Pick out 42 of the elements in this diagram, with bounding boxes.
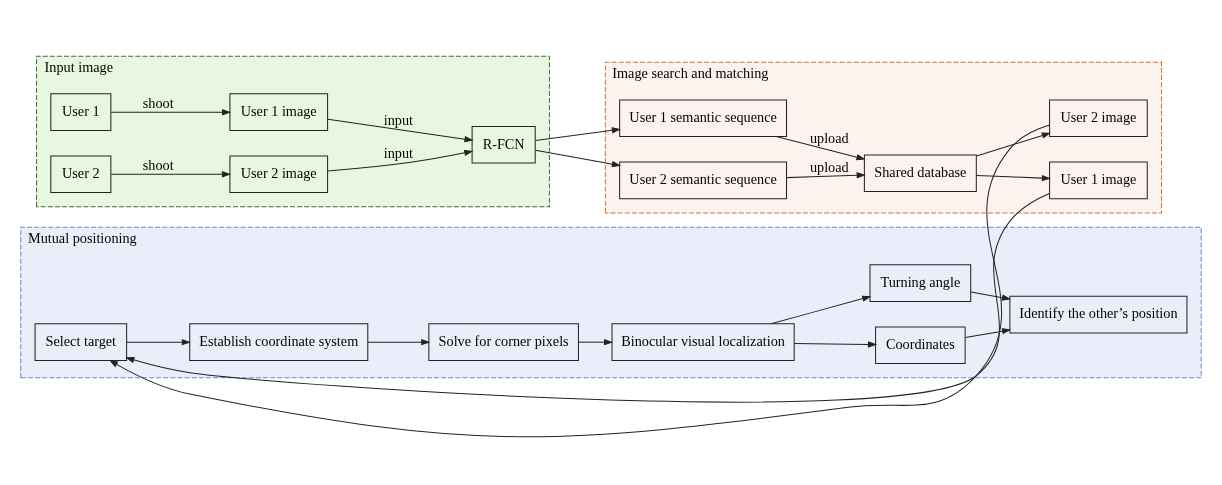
arrow <box>775 136 866 161</box>
node-box: Binocular visual localization <box>611 323 795 361</box>
node-box: User 2 <box>50 155 112 194</box>
node-box: Solve for corner pixels <box>428 323 579 361</box>
node-box: R-FCN <box>471 125 536 164</box>
node-box: User 2 image <box>229 155 329 194</box>
node-box: User 1 <box>50 93 112 131</box>
arrow <box>535 127 622 142</box>
node-box: Identify the other’s position <box>1009 295 1188 334</box>
edge-label: shoot <box>142 95 174 112</box>
node-box: Shared database <box>863 154 977 193</box>
edge-label: shoot <box>142 157 174 174</box>
node-box: User 1 semantic sequence <box>619 99 788 138</box>
arrow <box>964 328 1012 339</box>
arrow <box>770 295 872 325</box>
arrow <box>110 108 232 116</box>
arrow <box>577 338 614 346</box>
node-box: User 1 image <box>229 93 329 131</box>
arrow <box>976 132 1051 157</box>
arrow <box>125 192 1050 403</box>
edge-label: input <box>383 111 413 128</box>
arrow <box>535 149 621 168</box>
arrow <box>327 149 474 172</box>
arrow <box>108 124 1051 438</box>
node-box: User 2 image <box>1049 99 1148 138</box>
edge-label: input <box>383 145 413 162</box>
node-box: Turning angle <box>869 264 972 302</box>
arrow <box>976 174 1052 182</box>
arrow <box>793 341 878 348</box>
arrow <box>327 118 474 143</box>
arrow <box>367 338 431 346</box>
node-box: Establish coordinate system <box>189 323 369 361</box>
arrow <box>786 172 866 179</box>
arrow <box>110 171 232 178</box>
edge-label: upload <box>809 159 849 176</box>
node-box: Select target <box>34 323 128 361</box>
node-box: Coordinates <box>875 326 966 365</box>
arrow <box>126 338 191 346</box>
edge-label: upload <box>809 129 849 146</box>
node-box: User 2 semantic sequence <box>619 161 788 200</box>
node-box: User 1 image <box>1049 161 1148 200</box>
arrow <box>970 291 1012 301</box>
